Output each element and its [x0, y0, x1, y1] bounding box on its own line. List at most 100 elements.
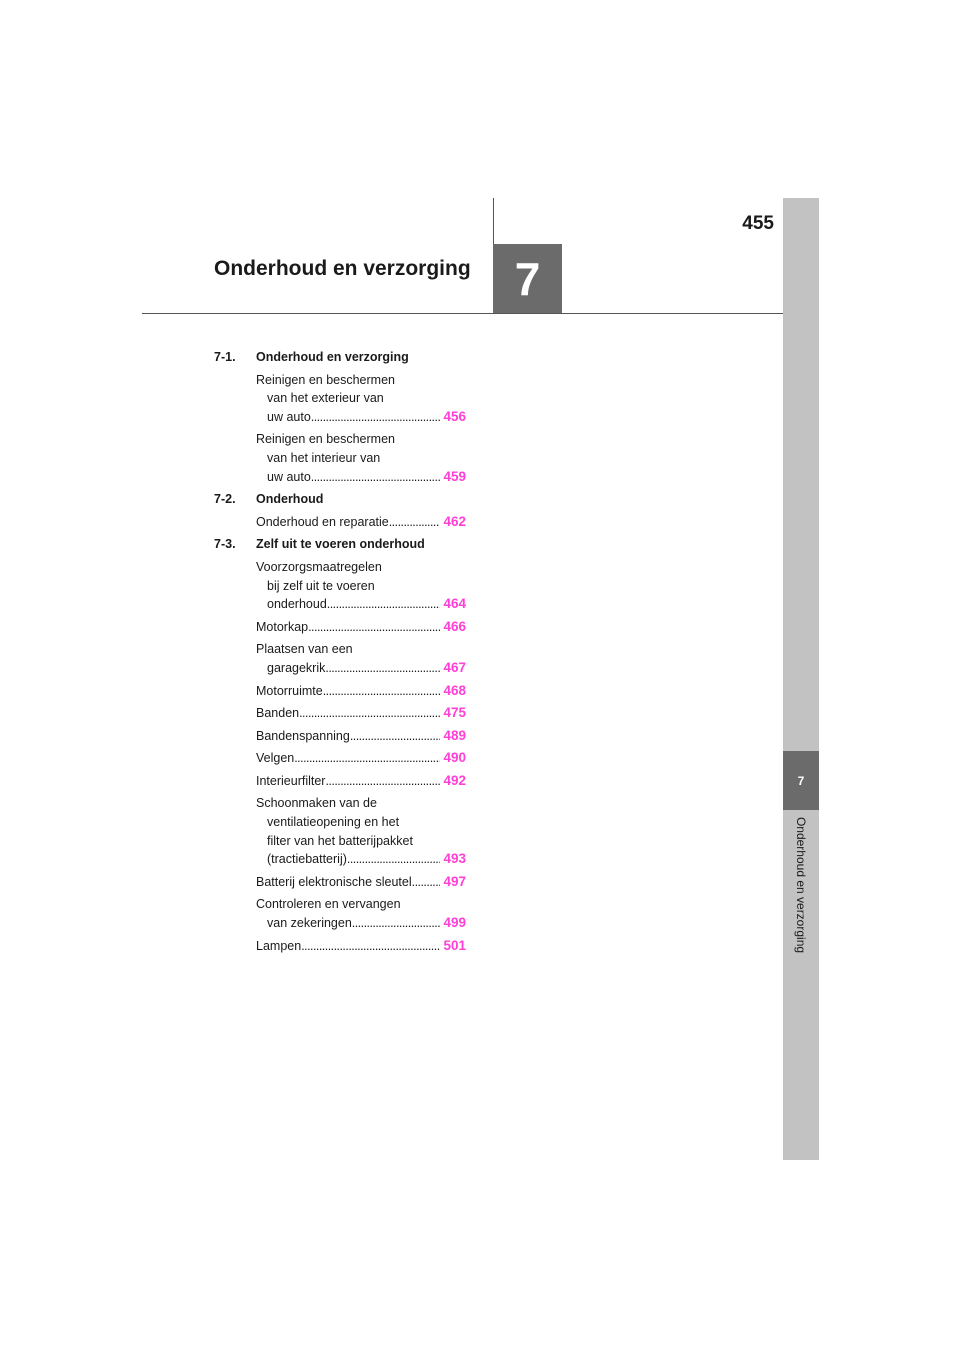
- side-thumb-tab: [783, 198, 819, 1160]
- entry-leader-row: van zekeringen 499: [256, 914, 466, 933]
- page-link[interactable]: 490: [443, 750, 466, 766]
- side-tab-label: Onderhoud en verzorging: [794, 816, 808, 954]
- entry-text-line: Interieurfilter: [256, 773, 326, 788]
- entry-text-line: Motorruimte: [256, 683, 323, 698]
- entry-leader-row: garagekrik 467: [256, 659, 466, 678]
- dot-leader: [327, 595, 441, 614]
- entry-text-line: Schoonmaken van de: [256, 796, 377, 811]
- dot-leader: [301, 937, 440, 956]
- entry-text-line: Banden: [256, 706, 300, 721]
- entry-text-line: Motorkap: [256, 619, 309, 634]
- section-number: 7-2.: [214, 492, 236, 507]
- entry-text-line: Voorzorgsmaatregelen: [256, 559, 382, 574]
- toc-entry[interactable]: Motorruimte 468: [256, 682, 466, 701]
- entry-leader-row: Interieurfilter 492: [256, 772, 466, 791]
- section-number: 7-1.: [214, 350, 236, 364]
- toc-entry[interactable]: Voorzorgsmaatregelen bij zelf uit te voer…: [256, 558, 466, 614]
- entry-text-line: ventilatieopening en het: [267, 815, 400, 830]
- entry-text-line: uw auto: [267, 469, 311, 484]
- dot-leader: [389, 513, 441, 532]
- entry-text-line: Controleren en vervangen: [256, 897, 401, 912]
- toc-entry[interactable]: Plaatsen van een garagekrik 467: [256, 640, 466, 677]
- toc-entry[interactable]: Batterij elektronische sleutel 497: [256, 873, 466, 892]
- section-title: Onderhoud: [256, 492, 324, 507]
- toc-entry[interactable]: Controleren en vervangen van zekeringen 49…: [256, 895, 466, 932]
- dot-leader: [311, 408, 441, 427]
- entry-leader-row: Onderhoud en reparatie 462: [256, 513, 466, 532]
- page-link[interactable]: 459: [443, 468, 466, 484]
- dot-leader: [352, 914, 441, 933]
- dot-leader: [308, 618, 440, 637]
- toc-entry[interactable]: Interieurfilter 492: [256, 772, 466, 791]
- entry-text-line: onderhoud: [267, 597, 327, 612]
- page-link[interactable]: 466: [443, 618, 466, 634]
- dot-leader: [325, 659, 440, 678]
- toc-entry[interactable]: Lampen 501: [256, 937, 466, 956]
- dot-leader: [350, 727, 441, 746]
- section-title: Onderhoud en verzorging: [256, 350, 409, 364]
- page-link[interactable]: 497: [443, 873, 466, 889]
- entry-leader-row: Velgen 490: [256, 749, 466, 768]
- entry-leader-row: Bandenspanning 489: [256, 727, 466, 746]
- entry-text-line: uw auto: [267, 409, 311, 424]
- entry-text-line: Reinigen en beschermen: [256, 372, 395, 387]
- page-link[interactable]: 499: [443, 915, 466, 931]
- entry-text-line: Bandenspanning: [256, 728, 350, 743]
- toc-entry[interactable]: Reinigen en beschermen van het exterieur …: [256, 371, 466, 427]
- dot-leader: [311, 468, 441, 487]
- entry-text-line: Lampen: [256, 938, 302, 953]
- entry-text-line: Onderhoud en reparatie: [256, 514, 389, 529]
- entry-leader-row: onderhoud 464: [256, 595, 466, 614]
- entry-text-line: bij zelf uit te voeren: [267, 578, 375, 593]
- page-link[interactable]: 464: [443, 596, 466, 612]
- entry-text-line: Plaatsen van een: [256, 642, 353, 657]
- dot-leader: [412, 873, 441, 892]
- entry-leader-row: Motorkap 466: [256, 618, 466, 637]
- header-vertical-rule: [493, 198, 494, 244]
- section-title: Zelf uit te voeren onderhoud: [256, 537, 425, 552]
- section-number: 7-3.: [214, 537, 236, 552]
- page-link[interactable]: 456: [443, 408, 466, 424]
- page-link[interactable]: 462: [443, 513, 466, 529]
- entry-leader-row: uw auto 459: [256, 468, 466, 487]
- page-link[interactable]: 475: [443, 705, 466, 721]
- page-link[interactable]: 492: [443, 772, 466, 788]
- entry-text-line: garagekrik: [267, 660, 326, 675]
- page-link[interactable]: 501: [443, 937, 466, 953]
- entry-leader-row: Batterij elektronische sleutel 497: [256, 873, 466, 892]
- toc-entry[interactable]: Velgen 490: [256, 749, 466, 768]
- entry-text-line: filter van het batterijpakket: [267, 833, 413, 848]
- toc-entry[interactable]: Onderhoud en reparatie 462: [256, 513, 466, 532]
- entry-text-line: van zekeringen: [267, 916, 352, 931]
- dot-leader: [347, 850, 441, 869]
- dot-leader: [299, 704, 440, 723]
- entry-text-line: van het exterieur van: [267, 391, 384, 406]
- entry-leader-row: Motorruimte 468: [256, 682, 466, 701]
- entry-leader-row: uw auto 456: [256, 408, 466, 427]
- entry-text-line: Velgen: [256, 751, 295, 766]
- entry-text-line: (tractiebatterij): [267, 852, 347, 867]
- side-tab-chapter-number[interactable]: 7: [783, 751, 819, 810]
- page-number: 455: [742, 213, 774, 234]
- entry-text-line: Batterij elektronische sleutel: [256, 874, 412, 889]
- page-link[interactable]: 493: [443, 851, 466, 867]
- entry-leader-row: Banden 475: [256, 704, 466, 723]
- toc-section-heading: 7-2. Onderhoud: [214, 490, 474, 509]
- toc-entry[interactable]: Bandenspanning 489: [256, 727, 466, 746]
- dot-leader: [323, 682, 441, 701]
- chapter-title: Onderhoud en verzorging: [214, 257, 471, 280]
- page-link[interactable]: 468: [443, 682, 466, 698]
- toc-section-heading: 7-1. Onderhoud en verzorging: [214, 348, 474, 367]
- header-horizontal-rule: [142, 313, 783, 314]
- toc-section-heading: 7-3. Zelf uit te voeren onderhoud: [214, 535, 474, 554]
- dot-leader: [294, 749, 440, 768]
- dot-leader: [325, 772, 440, 791]
- page-link[interactable]: 489: [443, 727, 466, 743]
- toc-entry[interactable]: Banden 475: [256, 704, 466, 723]
- entry-text-line: van het interieur van: [267, 450, 381, 465]
- page-link[interactable]: 467: [443, 659, 466, 675]
- toc-entry[interactable]: Motorkap 466: [256, 618, 466, 637]
- toc-entry[interactable]: Schoonmaken van de ventilatieopening en h…: [256, 794, 466, 868]
